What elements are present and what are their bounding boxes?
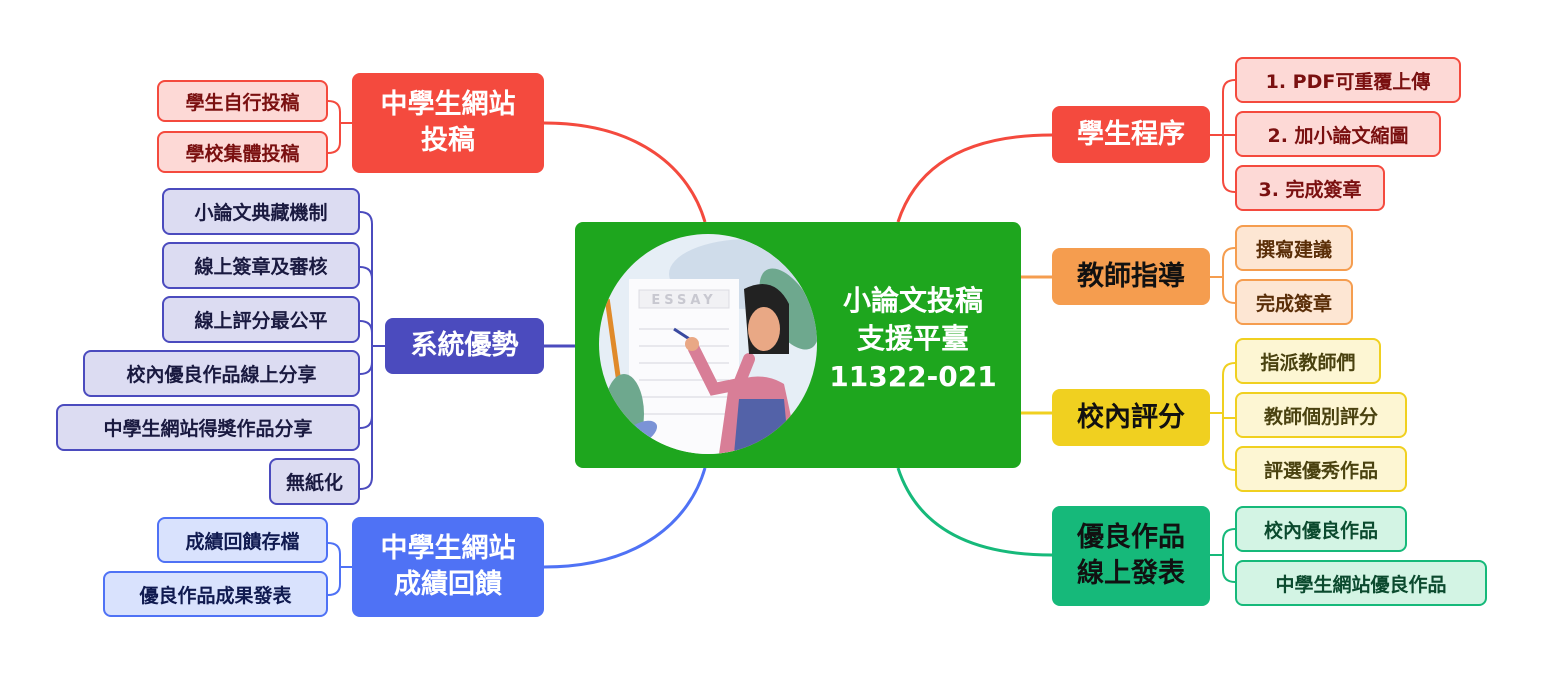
- branch-feedback-line2: 成績回饋: [394, 569, 502, 600]
- branch-publish-line1: 優良作品: [1077, 522, 1185, 553]
- publish-item-1[interactable]: 校內優良作品: [1235, 506, 1407, 552]
- branch-feedback[interactable]: 中學生網站 成績回饋: [352, 517, 544, 617]
- branch-student[interactable]: 學生程序: [1052, 106, 1210, 163]
- teacher-item-2[interactable]: 完成簽章: [1235, 279, 1353, 325]
- school-item-3[interactable]: 評選優秀作品: [1235, 446, 1407, 492]
- central-title: 小論文投稿 支援平臺 11322-021: [823, 282, 1003, 396]
- branch-teacher[interactable]: 教師指導: [1052, 248, 1210, 305]
- advantage-item-4[interactable]: 校內優良作品線上分享: [83, 350, 360, 397]
- branch-submit-line2: 投稿: [421, 125, 475, 156]
- student-item-3[interactable]: 3. 完成簽章: [1235, 165, 1385, 211]
- advantage-item-3[interactable]: 線上評分最公平: [162, 296, 360, 343]
- advantage-item-1[interactable]: 小論文典藏機制: [162, 188, 360, 235]
- student-item-2[interactable]: 2. 加小論文縮圖: [1235, 111, 1441, 157]
- branch-submit[interactable]: 中學生網站 投稿: [352, 73, 544, 173]
- branch-publish[interactable]: 優良作品 線上發表: [1052, 506, 1210, 606]
- essay-illustration: ESSAY: [599, 234, 817, 454]
- school-item-1[interactable]: 指派教師們: [1235, 338, 1381, 384]
- submit-item-2[interactable]: 學校集體投稿: [157, 131, 328, 173]
- central-title-line1: 小論文投稿: [842, 284, 983, 317]
- branch-publish-line2: 線上發表: [1077, 558, 1185, 589]
- advantage-item-6[interactable]: 無紙化: [269, 458, 360, 505]
- branch-submit-line1: 中學生網站: [380, 89, 516, 120]
- student-item-1[interactable]: 1. PDF可重覆上傳: [1235, 57, 1461, 103]
- teacher-item-1[interactable]: 撰寫建議: [1235, 225, 1353, 271]
- feedback-item-1[interactable]: 成績回饋存檔: [157, 517, 328, 563]
- svg-text:ESSAY: ESSAY: [651, 293, 716, 308]
- branch-advantages[interactable]: 系統優勢: [385, 318, 544, 374]
- school-item-2[interactable]: 教師個別評分: [1235, 392, 1407, 438]
- branch-school[interactable]: 校內評分: [1052, 389, 1210, 446]
- central-topic[interactable]: ESSAY 小論文投稿 支援平臺 11322-021: [575, 222, 1021, 468]
- publish-item-2[interactable]: 中學生網站優良作品: [1235, 560, 1487, 606]
- branch-feedback-line1: 中學生網站: [380, 533, 516, 564]
- central-title-line3: 11322-021: [829, 360, 997, 393]
- feedback-item-2[interactable]: 優良作品成果發表: [103, 571, 328, 617]
- advantage-item-2[interactable]: 線上簽章及審核: [162, 242, 360, 289]
- advantage-item-5[interactable]: 中學生網站得獎作品分享: [56, 404, 360, 451]
- central-title-line2: 支援平臺: [856, 322, 969, 355]
- submit-item-1[interactable]: 學生自行投稿: [157, 80, 328, 122]
